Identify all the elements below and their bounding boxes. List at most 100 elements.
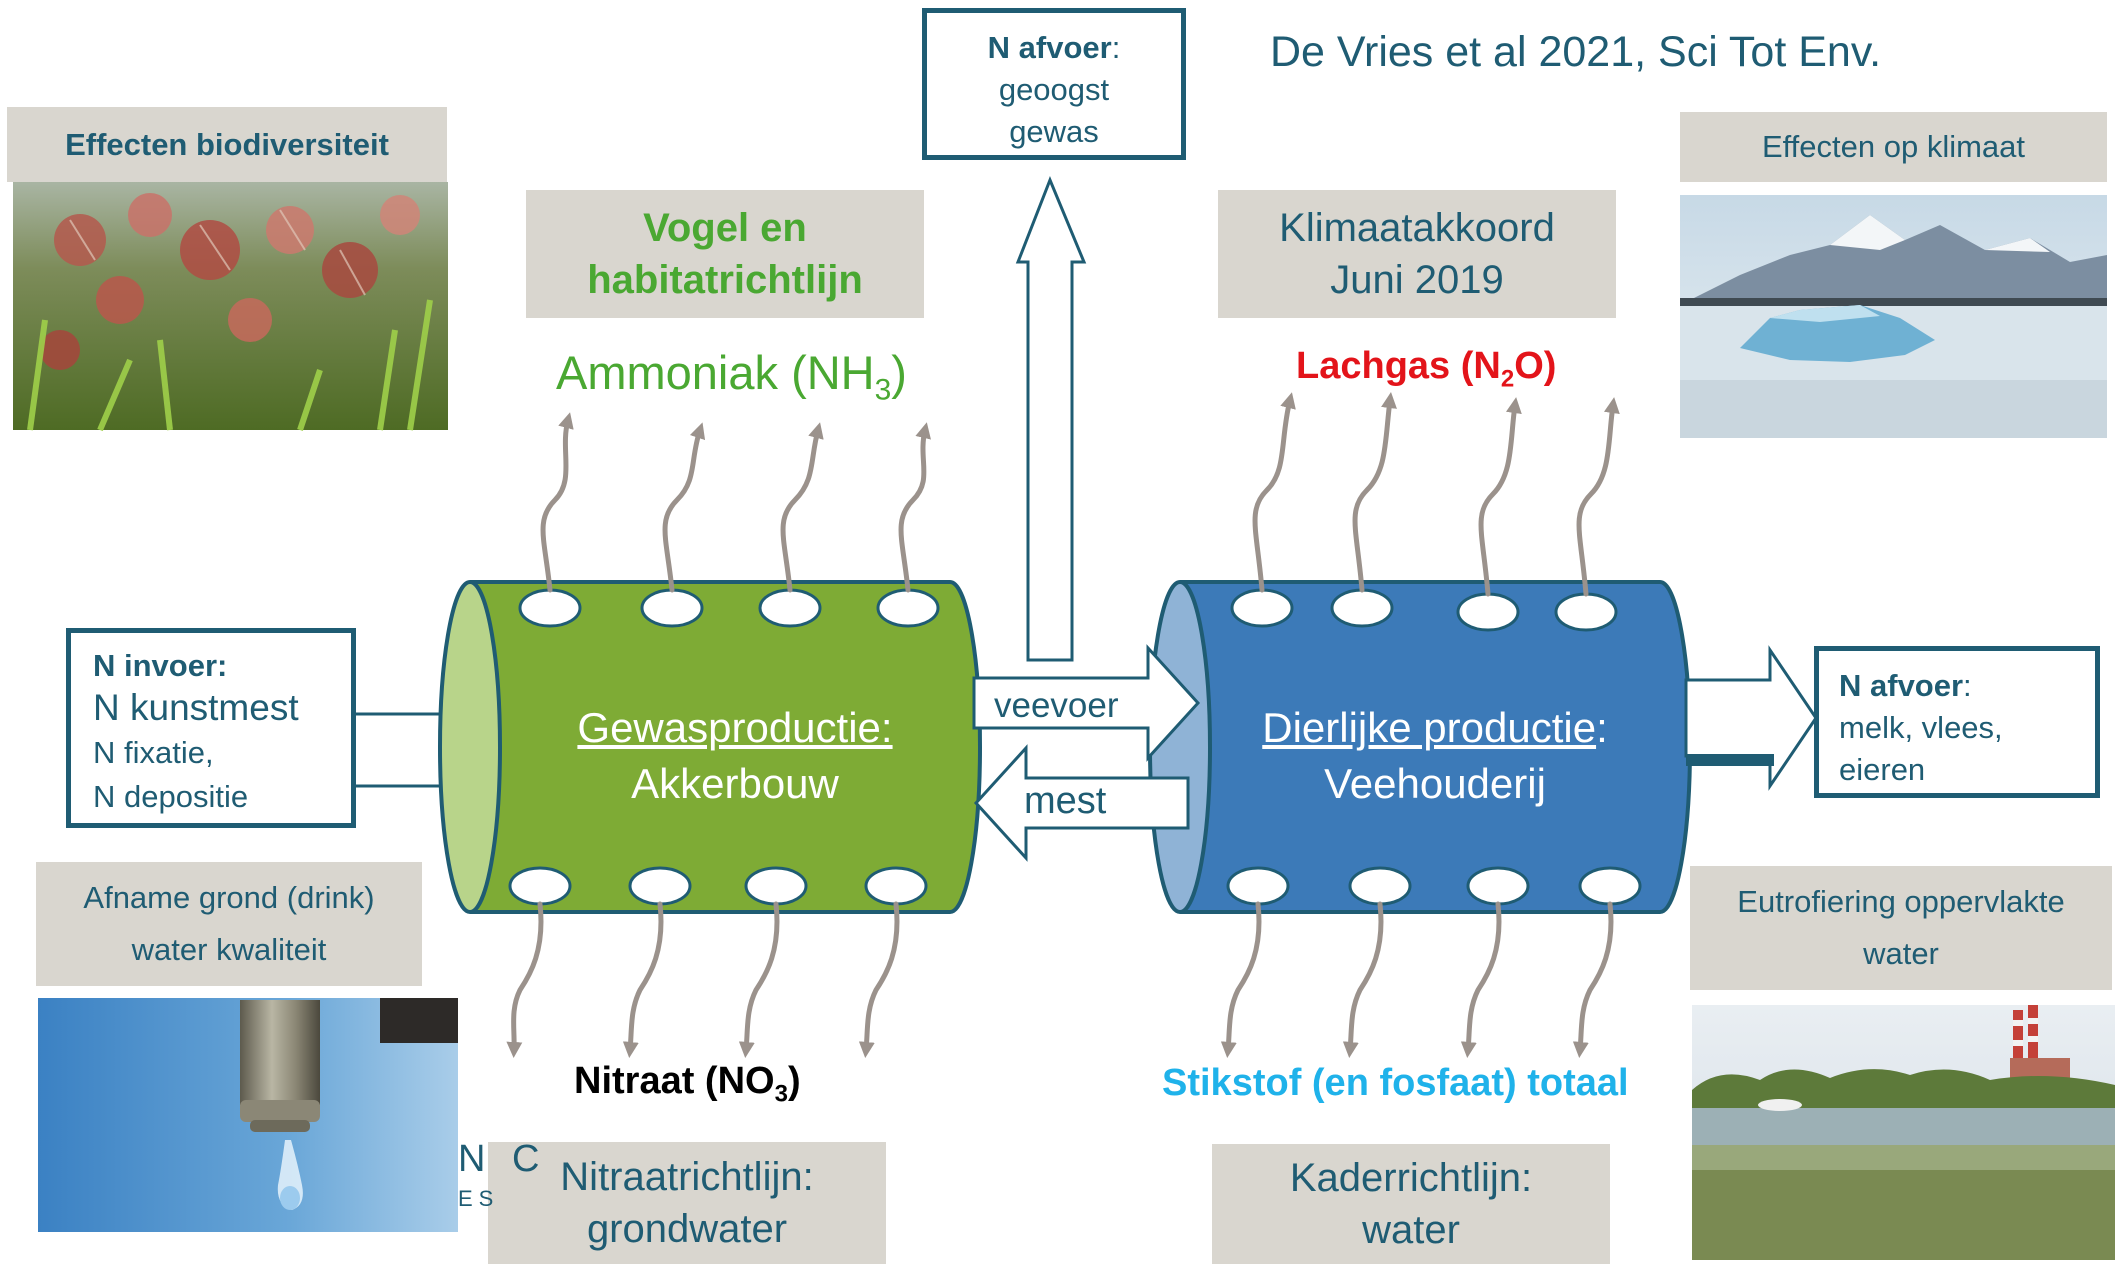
crop-title: Gewasproductie: bbox=[577, 704, 893, 751]
hole bbox=[758, 588, 822, 628]
veevoer-label: veevoer bbox=[994, 686, 1119, 726]
n-afvoer-right-line1: melk, vlees, bbox=[1839, 710, 2003, 745]
hole bbox=[1230, 588, 1294, 628]
squiggle-arrow bbox=[1252, 392, 1296, 593]
lachgas-label: Lachgas (N2O) bbox=[1296, 345, 1556, 394]
klimaat-line2: Juni 2019 bbox=[1330, 258, 1504, 302]
eutrophication-label-line2: water bbox=[1863, 936, 1939, 971]
n-afvoer-right-title: N afvoer bbox=[1839, 668, 1964, 703]
kader-line2: water bbox=[1362, 1208, 1460, 1252]
n-afvoer-top-box: N afvoer: geoogst gewas bbox=[922, 8, 1186, 160]
lake-photo bbox=[1692, 1005, 2115, 1260]
groundwater-label-line2: water kwaliteit bbox=[131, 932, 327, 967]
squiggle-arrow bbox=[506, 901, 544, 1058]
hole bbox=[1330, 588, 1394, 628]
squiggle-arrow bbox=[662, 422, 706, 593]
tap-photo bbox=[38, 998, 458, 1232]
n-afvoer-right-colon: : bbox=[1963, 668, 1972, 703]
mest-arrow bbox=[973, 744, 1190, 862]
eutrophication-label-line1: Eutrofiering oppervlakte bbox=[1737, 884, 2065, 919]
n-afvoer-top-colon: : bbox=[1111, 30, 1121, 65]
lachgas-end: O) bbox=[1514, 345, 1557, 387]
partial-logo-small: ES bbox=[458, 1186, 499, 1212]
biodiversity-label-box: Effecten biodiversiteit bbox=[7, 107, 447, 182]
squiggle-arrow bbox=[1572, 901, 1614, 1058]
partial-logo-a: N C bbox=[458, 1138, 548, 1180]
hole bbox=[1578, 866, 1642, 906]
nitraat-policy-line2: grondwater bbox=[586, 1207, 788, 1251]
crop-cylinder bbox=[438, 580, 982, 914]
squiggle-arrow bbox=[858, 901, 900, 1058]
hole bbox=[1456, 592, 1520, 632]
nitraat-label: Nitraat (NO3) bbox=[574, 1060, 801, 1109]
biodiversity-label: Effecten biodiversiteit bbox=[65, 126, 389, 162]
squiggle-arrow bbox=[1220, 901, 1262, 1058]
hole bbox=[876, 588, 940, 628]
groundwater-label-box: Afname grond (drink) water kwaliteit bbox=[36, 862, 422, 986]
ammoniak-sub: 3 bbox=[874, 373, 892, 407]
n-invoer-box: N invoer: N kunstmest N fixatie, N depos… bbox=[66, 628, 356, 828]
hole bbox=[628, 866, 692, 906]
stikstof-label: Stikstof (en fosfaat) totaal bbox=[1162, 1062, 1629, 1105]
citation: De Vries et al 2021, Sci Tot Env. bbox=[1270, 28, 1881, 77]
hole bbox=[508, 866, 572, 906]
biodiversity-photo bbox=[13, 182, 448, 432]
vogel-line2: habitatrichtlijn bbox=[587, 258, 863, 302]
animal-cylinder-text: Dierlijke productie: Veehouderij bbox=[1220, 700, 1650, 812]
nitraat-end: ) bbox=[787, 1060, 801, 1102]
nitraatrichtlijn-box: Nitraatrichtlijn: grondwater bbox=[488, 1142, 886, 1264]
nitraat-policy-line1: Nitraatrichtlijn: bbox=[560, 1155, 814, 1199]
squiggle-arrow bbox=[1478, 397, 1522, 597]
n-afvoer-top-line1: geoogst bbox=[998, 72, 1110, 107]
n-afvoer-top-line2: gewas bbox=[1009, 114, 1099, 149]
kaderrichtlijn-box: Kaderrichtlijn: water bbox=[1212, 1144, 1610, 1264]
citation-text: De Vries et al 2021, Sci Tot Env. bbox=[1270, 28, 1882, 76]
squiggle-arrow bbox=[1342, 901, 1384, 1058]
animal-title-colon: : bbox=[1596, 704, 1608, 751]
partial-logo: N C bbox=[458, 1138, 547, 1181]
vogel-habitat-box: Vogel en habitatrichtlijn bbox=[526, 190, 924, 318]
groundwater-label-line1: Afname grond (drink) bbox=[83, 880, 375, 915]
emission-arrows bbox=[506, 392, 1620, 1058]
squiggle-arrow bbox=[898, 422, 931, 593]
n-afvoer-right-box: N afvoer: melk, vlees, eieren bbox=[1814, 646, 2100, 798]
crop-subtitle: Akkerbouw bbox=[631, 760, 839, 807]
ammoniak-main: Ammoniak (NH bbox=[556, 346, 875, 399]
klimaat-line1: Klimaatakkoord bbox=[1279, 206, 1555, 250]
squiggle-arrow bbox=[738, 901, 780, 1058]
n-invoer-line1: N kunstmest bbox=[93, 687, 299, 728]
hole bbox=[518, 588, 582, 628]
climate-label: Effecten op klimaat bbox=[1761, 129, 2026, 164]
climate-label-box: Effecten op klimaat bbox=[1680, 112, 2107, 182]
right-arrow-shadow bbox=[1686, 754, 1774, 766]
squiggle-arrow bbox=[540, 412, 574, 593]
hole bbox=[1554, 592, 1618, 632]
climate-photo bbox=[1680, 195, 2107, 438]
hole bbox=[1226, 866, 1290, 906]
hole bbox=[864, 866, 928, 906]
animal-subtitle: Veehouderij bbox=[1324, 760, 1546, 807]
hole bbox=[1466, 866, 1530, 906]
ammoniak-label: Ammoniak (NH3) bbox=[556, 345, 907, 407]
mest-label: mest bbox=[1024, 780, 1106, 823]
partial-logo-b: ES bbox=[458, 1186, 500, 1211]
crop-cylinder-text: Gewasproductie: Akkerbouw bbox=[520, 700, 950, 812]
animal-title: Dierlijke productie bbox=[1262, 704, 1597, 751]
squiggle-arrow bbox=[780, 422, 824, 593]
vogel-line1: Vogel en bbox=[643, 206, 807, 250]
veevoer-text: veevoer bbox=[994, 686, 1119, 725]
n-afvoer-top-title: N afvoer bbox=[987, 30, 1112, 65]
n-afvoer-right-line2: eieren bbox=[1839, 752, 1926, 787]
kader-line1: Kaderrichtlijn: bbox=[1289, 1156, 1533, 1200]
klimaatakkoord-box: Klimaatakkoord Juni 2019 bbox=[1218, 190, 1616, 318]
squiggle-arrow bbox=[1576, 397, 1620, 597]
squiggle-arrow bbox=[1460, 901, 1502, 1058]
n-afvoer-up-arrow bbox=[1015, 175, 1087, 662]
n-invoer-line3: N depositie bbox=[93, 779, 249, 814]
hole bbox=[640, 588, 704, 628]
eutrophication-label-box: Eutrofiering oppervlakte water bbox=[1690, 866, 2112, 990]
lachgas-main: Lachgas (N bbox=[1296, 345, 1501, 387]
mest-text: mest bbox=[1024, 780, 1107, 822]
